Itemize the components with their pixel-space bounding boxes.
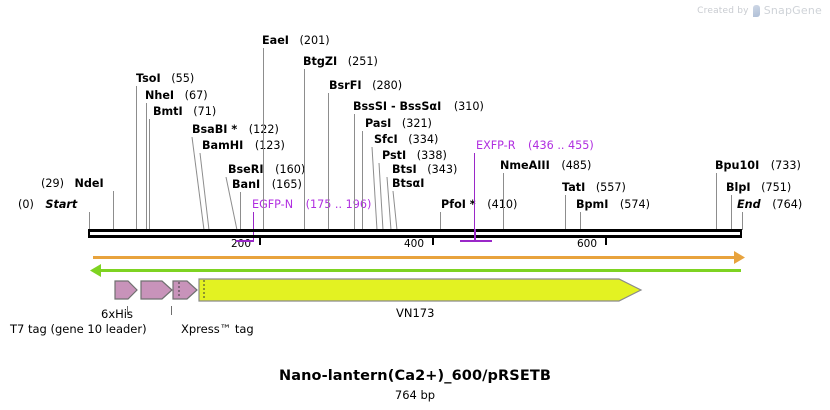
enzyme-label-TsoI[interactable]: TsoI (55) — [136, 72, 195, 85]
snapgene-logo-icon — [752, 4, 760, 17]
primer-label-EXFP-R[interactable]: EXFP-R (436 .. 455) — [476, 139, 594, 152]
sequence-backbone-top[interactable] — [88, 229, 742, 232]
leader-BssSI — [353, 114, 355, 230]
leader-Start — [88, 212, 90, 230]
forward-track-arrowhead — [734, 251, 745, 264]
feature-connector-T7-tag — [127, 306, 128, 315]
watermark-brand: SnapGene — [763, 4, 822, 17]
ruler-tick-mark-600 — [605, 238, 607, 245]
leader-BsaBI — [191, 137, 205, 230]
leader-BamHI — [199, 153, 210, 230]
feature-arrow-6xHis[interactable] — [140, 277, 173, 303]
leader-BseRI — [225, 177, 238, 230]
leader-BmtI — [149, 119, 150, 230]
leader-BanI — [240, 192, 241, 230]
enzyme-label-PfoI[interactable]: PfoI * (410) — [441, 198, 517, 211]
enzyme-label-BtsaI[interactable]: BtsαI — [392, 177, 425, 190]
primer-bracket-EGFP-N[interactable] — [236, 240, 254, 243]
enzyme-label-BanI[interactable]: BanI (165) — [232, 178, 302, 191]
primer-bracket-EXFP-R[interactable] — [460, 240, 492, 243]
feature-arrow-VN173[interactable] — [198, 274, 643, 306]
enzyme-label-BamHI[interactable]: BamHI (123) — [202, 139, 285, 152]
leader-BlpI — [731, 195, 732, 230]
primer-label-EGFP-N[interactable]: EGFP-N (175 .. 196) — [252, 198, 372, 211]
feature-arrow-Xpress-tag[interactable] — [172, 277, 198, 303]
leader-PfoI — [440, 212, 441, 230]
snapgene-watermark: Created by SnapGene — [697, 4, 822, 17]
ruler-tick-mark-400 — [432, 238, 434, 245]
primer-bracket-EXFP-R-vert — [474, 229, 476, 242]
enzyme-label-TatI[interactable]: TatI (557) — [562, 181, 626, 194]
enzyme-label-NmeAIII[interactable]: NmeAIII (485) — [500, 159, 592, 172]
leader-BpmI — [580, 212, 581, 230]
feature-label-6xHis: 6xHis — [101, 307, 133, 321]
leader-EaeI — [262, 48, 264, 230]
enzyme-label-SfcI[interactable]: SfcI (334) — [374, 133, 439, 146]
enzyme-label-BlpI[interactable]: BlpI (751) — [726, 181, 792, 194]
leader-PstI — [378, 163, 384, 230]
backbone-right-cap — [740, 229, 742, 238]
leader-BtgZI — [303, 69, 305, 230]
ruler-tick-label-400: 400 — [404, 238, 425, 250]
marker-label-Start[interactable]: (0) Start — [18, 198, 78, 211]
backbone-left-cap — [88, 229, 90, 238]
enzyme-label-BtsI[interactable]: BtsI (343) — [392, 163, 458, 176]
leader-BtsI — [386, 177, 392, 230]
enzyme-label-BsrFI[interactable]: BsrFI (280) — [329, 79, 403, 92]
enzyme-label-BpmI[interactable]: BpmI (574) — [576, 198, 651, 211]
reverse-track-line[interactable] — [100, 269, 741, 272]
feature-label-Xpress-tag: Xpress™ tag — [181, 322, 254, 336]
enzyme-label-BseRI[interactable]: BseRI (160) — [228, 163, 306, 176]
enzyme-label-BmtI[interactable]: BmtI (71) — [153, 105, 217, 118]
leader-TsoI — [135, 86, 137, 230]
leader-NdeI — [113, 191, 114, 230]
marker-label-End[interactable]: End (764) — [737, 198, 803, 211]
leader-NheI — [145, 103, 147, 230]
forward-track-line[interactable] — [93, 256, 737, 259]
enzyme-label-BsaBI[interactable]: BsaBI * (122) — [192, 123, 279, 136]
enzyme-label-NheI[interactable]: NheI (67) — [145, 89, 208, 102]
enzyme-label-BtgZI[interactable]: BtgZI (251) — [303, 55, 378, 68]
leader-TatI — [565, 195, 566, 230]
enzyme-label-PstI[interactable]: PstI (338) — [382, 149, 447, 162]
leader-EGFP-N — [253, 212, 255, 242]
ruler-tick-label-600: 600 — [577, 238, 598, 250]
map-title: Nano-lantern(Ca2+)_600/pRSETB — [278, 368, 551, 384]
enzyme-label-BssSI-BssSaI[interactable]: BssSI - BssSαI (310) — [353, 100, 484, 113]
leader-PasI — [362, 131, 363, 230]
map-length-label: 764 bp — [394, 388, 436, 402]
leader-NmeAIII — [503, 173, 504, 230]
ruler-tick-mark-200 — [259, 238, 261, 245]
enzyme-label-Bpu10I[interactable]: Bpu10I (733) — [715, 159, 801, 172]
sequence-backbone-bottom[interactable] — [88, 235, 742, 238]
leader-BtsaI — [392, 191, 398, 230]
leader-BsrFI — [328, 93, 329, 230]
enzyme-label-PasI[interactable]: PasI (321) — [365, 117, 432, 130]
reverse-track-arrowhead — [90, 264, 101, 277]
enzyme-label-EaeI[interactable]: EaeI (201) — [262, 34, 330, 47]
feature-label-T7-tag: T7 tag (gene 10 leader) — [10, 322, 147, 336]
enzyme-label-NdeI[interactable]: (29) NdeI — [41, 177, 104, 190]
leader-End — [741, 212, 743, 230]
feature-arrow-T7-tag[interactable] — [114, 277, 138, 303]
leader-SfcI — [371, 147, 378, 230]
feature-connector-Xpress-tag — [171, 306, 172, 315]
watermark-prefix: Created by — [697, 5, 749, 16]
feature-label-VN173: VN173 — [396, 306, 435, 320]
leader-EXFP-R — [474, 153, 476, 242]
leader-Bpu10I — [716, 173, 717, 230]
